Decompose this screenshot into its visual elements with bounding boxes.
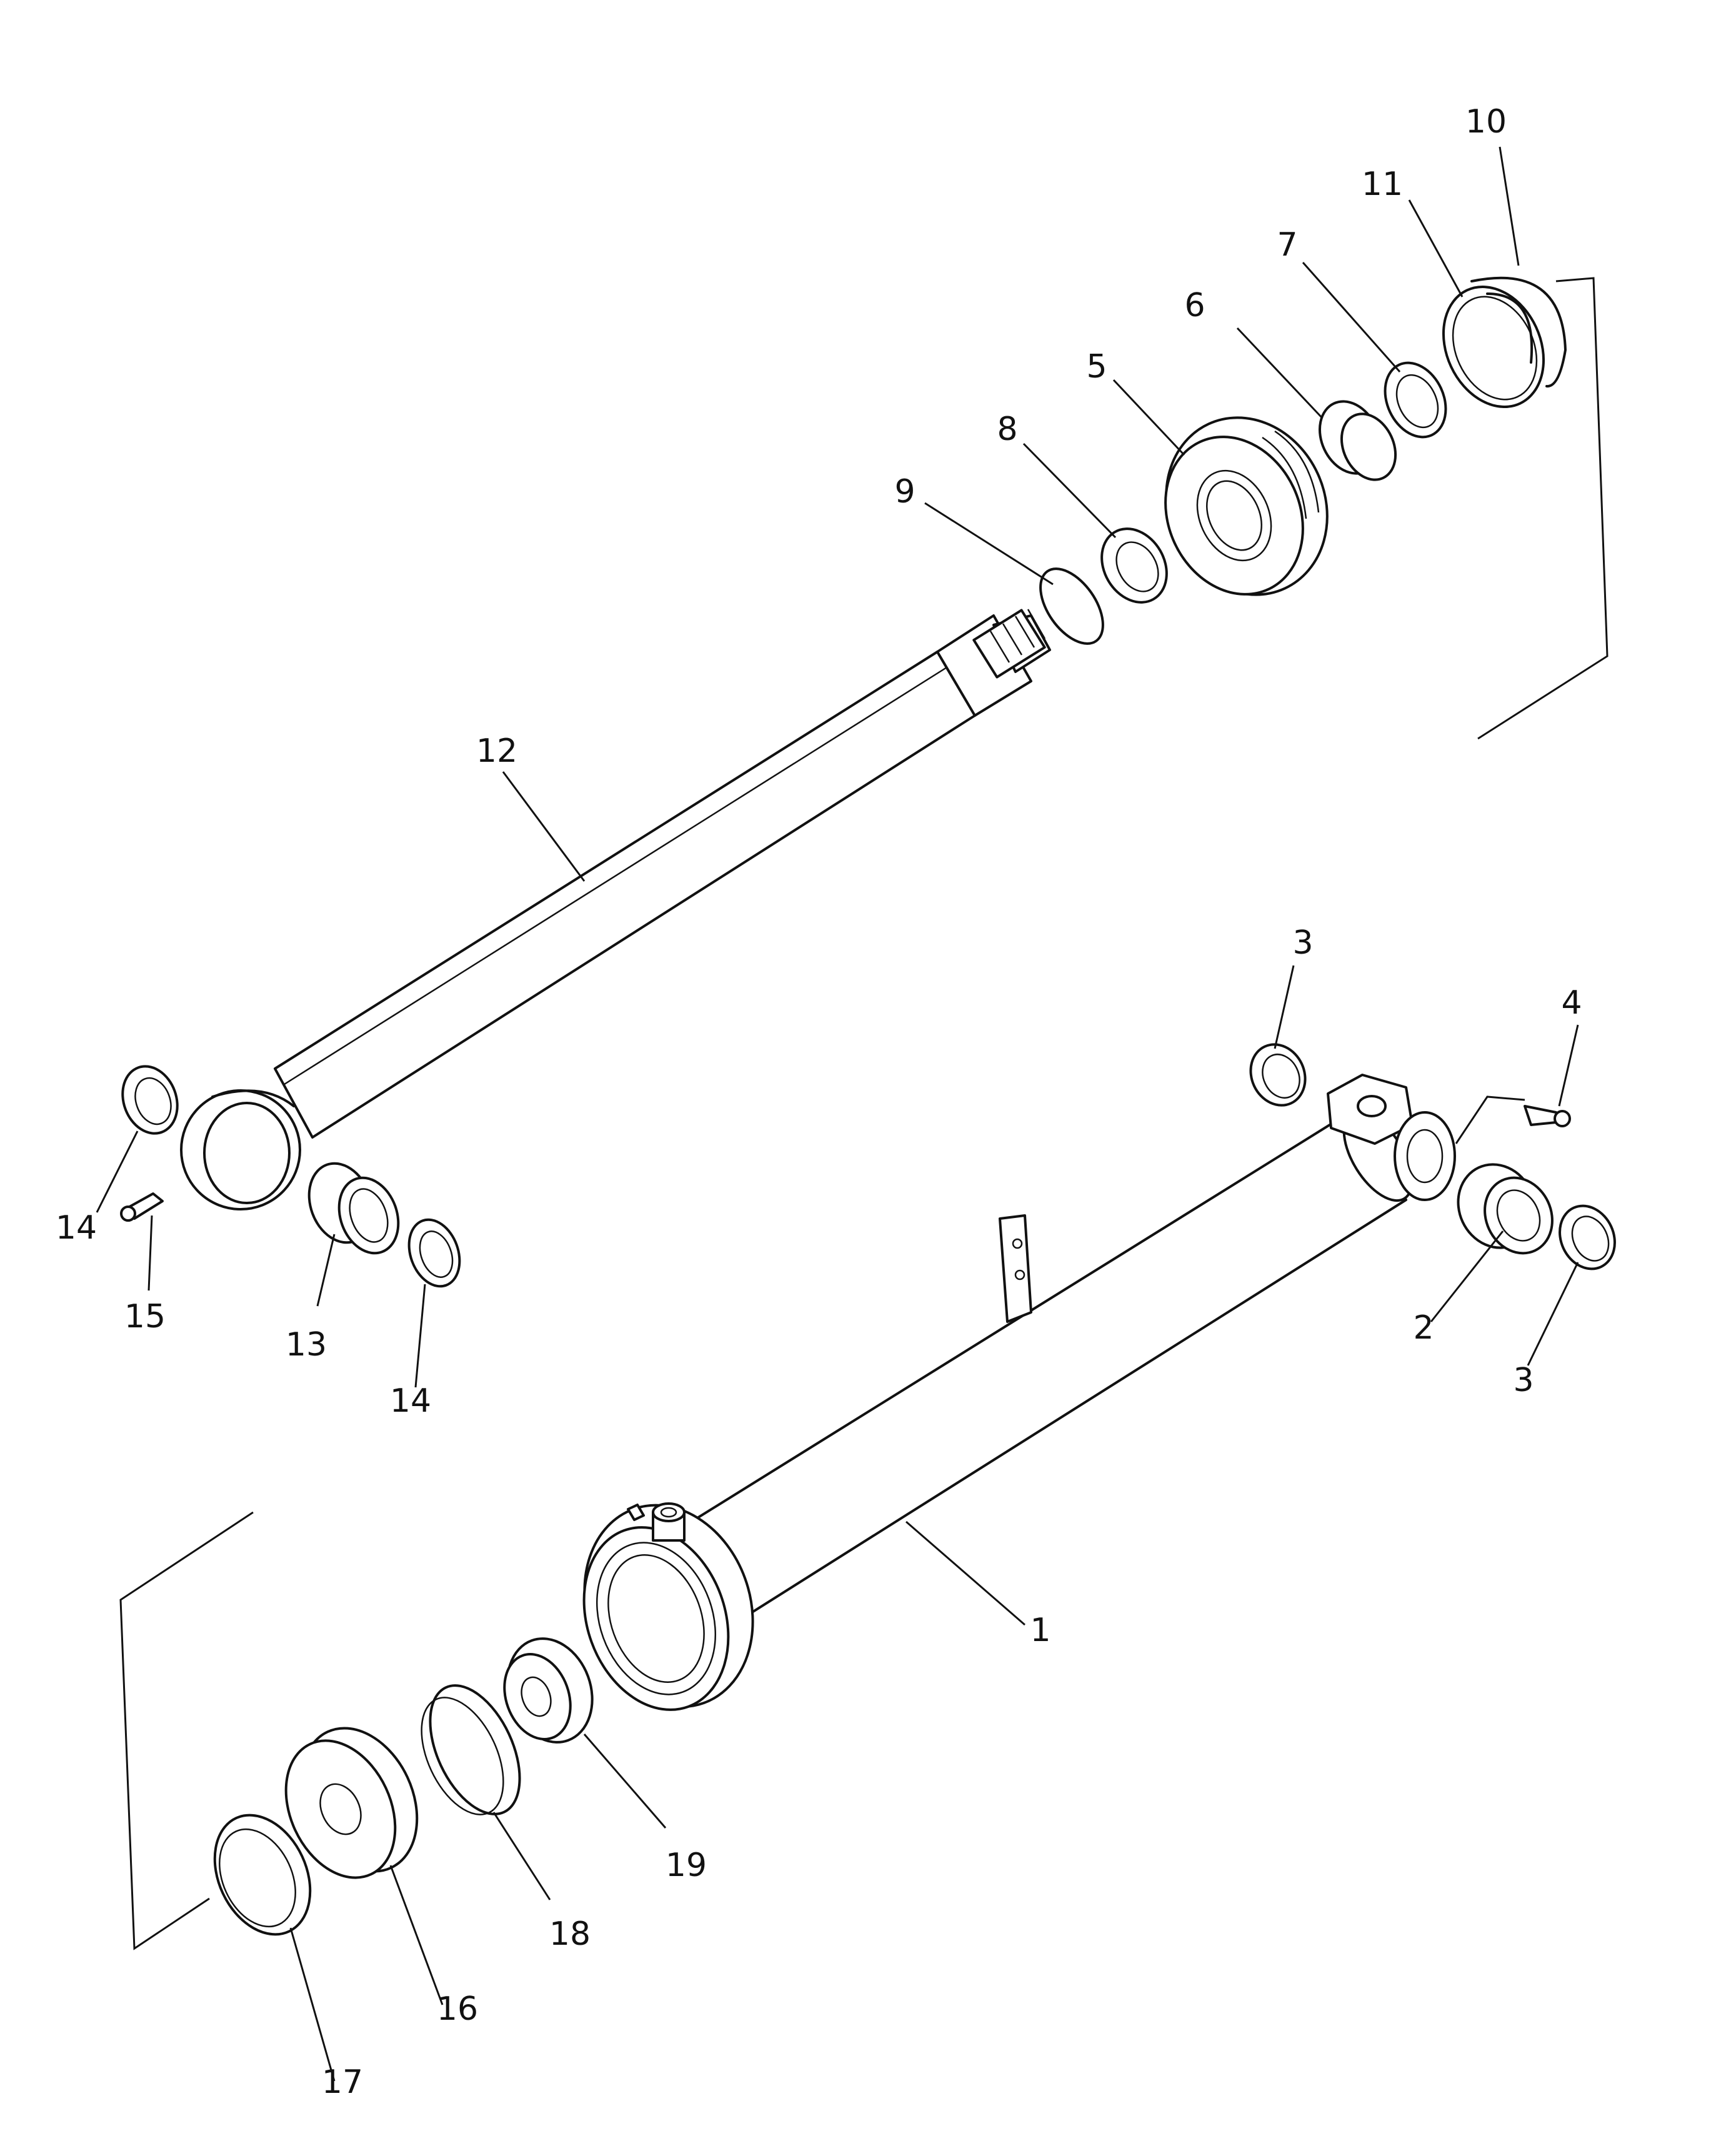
callout-2: 2 — [1413, 1309, 1434, 1347]
callout-13: 13 — [286, 1326, 327, 1364]
part-17-piston-seal — [213, 1814, 312, 1936]
callout-15: 15 — [124, 1298, 166, 1335]
callout-10: 10 — [1465, 103, 1507, 141]
callout-7: 7 — [1277, 226, 1297, 264]
piston-assembly-bracket — [119, 1511, 254, 1950]
callout-3-lower: 3 — [1513, 1362, 1534, 1399]
callout-4: 4 — [1561, 984, 1582, 1022]
part-3-lower-dust-seal — [1559, 1204, 1616, 1270]
rod-thread — [972, 609, 1046, 679]
part-9-snap-ring — [1039, 567, 1104, 645]
part-19-nut — [503, 1637, 594, 1744]
callout-14-right: 14 — [390, 1382, 431, 1420]
part-2-bushing — [1457, 1163, 1554, 1255]
cylinder-tube — [582, 1074, 1456, 1711]
callout-9: 9 — [894, 473, 915, 511]
tube-head-end — [582, 1504, 754, 1711]
part-15-grease-fitting — [120, 1192, 164, 1222]
mounting-plate — [999, 1214, 1032, 1323]
tube-end-clevis — [1327, 1074, 1456, 1201]
part-3-upper-dust-seal — [1249, 1043, 1307, 1107]
callout-1: 1 — [1030, 1612, 1050, 1649]
callout-6: 6 — [1184, 287, 1205, 324]
part-14-right-dust-seal — [407, 1218, 461, 1288]
part-8-seal — [1100, 527, 1168, 604]
part-5-cylinder-head — [1164, 416, 1329, 596]
part-16-piston — [284, 1727, 419, 1879]
callout-19: 19 — [666, 1847, 707, 1884]
part-18-wear-ring — [421, 1684, 521, 1815]
part-13-bushing — [307, 1162, 400, 1255]
callout-labels: 1 2 3 3 4 5 6 7 8 9 10 11 12 13 14 14 15… — [56, 103, 1582, 2101]
part-14-left-dust-seal — [121, 1065, 179, 1135]
callout-5: 5 — [1086, 348, 1107, 386]
head-assembly-bracket — [1477, 277, 1609, 740]
callout-8: 8 — [997, 411, 1017, 448]
callout-18: 18 — [549, 1915, 591, 1953]
part-7-seal — [1384, 361, 1447, 439]
clevis-bracket — [1455, 1095, 1525, 1144]
callout-3-upper: 3 — [1292, 924, 1313, 962]
oil-port-boss — [652, 1502, 686, 1542]
part-10-backup-ring — [1470, 276, 1567, 387]
callout-12: 12 — [476, 732, 517, 770]
callout-16: 16 — [437, 1990, 478, 2028]
callout-14-left: 14 — [56, 1209, 97, 1247]
callout-17: 17 — [322, 2064, 363, 2101]
callout-11: 11 — [1362, 166, 1403, 203]
part-4-grease-fitting — [1524, 1105, 1571, 1127]
part-6-bushing — [1318, 400, 1397, 481]
leader-lines — [96, 146, 1579, 2082]
piston-rod — [180, 609, 1051, 1210]
